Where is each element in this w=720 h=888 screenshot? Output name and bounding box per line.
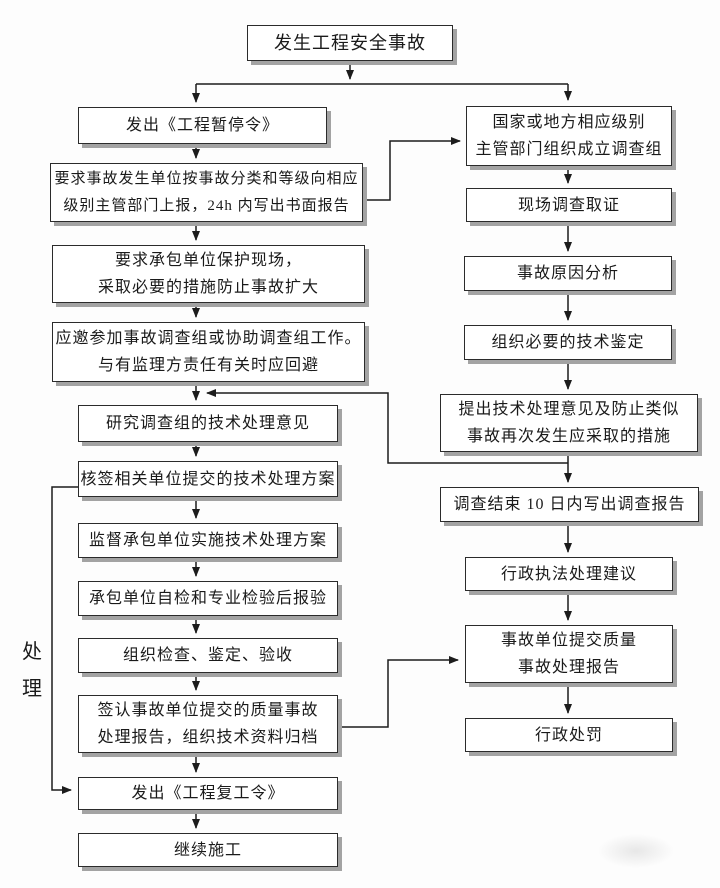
node-contractor-self-inspection: 承包单位自检和专业检验后报验: [78, 581, 338, 616]
node-organize-technical-appraisal: 组织必要的技术鉴定: [464, 325, 672, 360]
node-report-to-authorities: 要求事故发生单位按事故分类和等级向相应 级别主管部门上报，24h 内写出书面报告: [50, 163, 363, 222]
node-propose-technical-measures: 提出技术处理意见及防止类似 事故再次发生应采取的措施: [440, 394, 698, 452]
node-authorities-form-investigation-team: 国家或地方相应级别 主管部门组织成立调查组: [466, 106, 672, 166]
node-investigation-report-10-days: 调查结束 10 日内写出调查报告: [440, 487, 699, 522]
node-join-investigation-team: 应邀参加事故调查组或协助调查组工作。 与有监理方责任有关时应回避: [52, 322, 365, 382]
node-accident-cause-analysis: 事故原因分析: [464, 256, 672, 291]
node-protect-site: 要求承包单位保护现场， 采取必要的措施防止事故扩大: [52, 245, 365, 303]
node-administrative-enforcement-suggestion: 行政执法处理建议: [465, 557, 673, 591]
node-organize-inspection-acceptance: 组织检查、鉴定、验收: [78, 638, 338, 673]
edge-bypass-to-resume-order: [51, 486, 78, 794]
node-continue-construction: 继续施工: [78, 833, 338, 867]
node-study-technical-opinions: 研究调查组的技术处理意见: [78, 405, 338, 442]
node-site-investigation: 现场调查取证: [466, 188, 672, 222]
node-accident-unit-submit-report: 事故单位提交质量 事故处理报告: [465, 625, 673, 683]
edge-report-to-investigation-team: [363, 137, 461, 201]
node-administrative-penalty: 行政处罚: [465, 718, 673, 752]
node-issue-suspension-order: 发出《工程暂停令》: [78, 107, 327, 144]
node-countersign-technical-plan: 核签相关单位提交的技术处理方案: [78, 461, 338, 497]
edge-report-to-submit-quality-report: [337, 656, 459, 728]
watermark-blob: [598, 834, 674, 868]
side-label-handling: 处 理: [22, 641, 42, 700]
node-supervise-implementation: 监督承包单位实施技术处理方案: [78, 523, 338, 558]
node-countersign-quality-report-archive: 签认事故单位提交的质量事故 处理报告，组织技术资料归档: [78, 695, 338, 753]
node-accident-occurs: 发生工程安全事故: [247, 25, 453, 61]
node-issue-resume-work-order: 发出《工程复工令》: [78, 777, 338, 810]
